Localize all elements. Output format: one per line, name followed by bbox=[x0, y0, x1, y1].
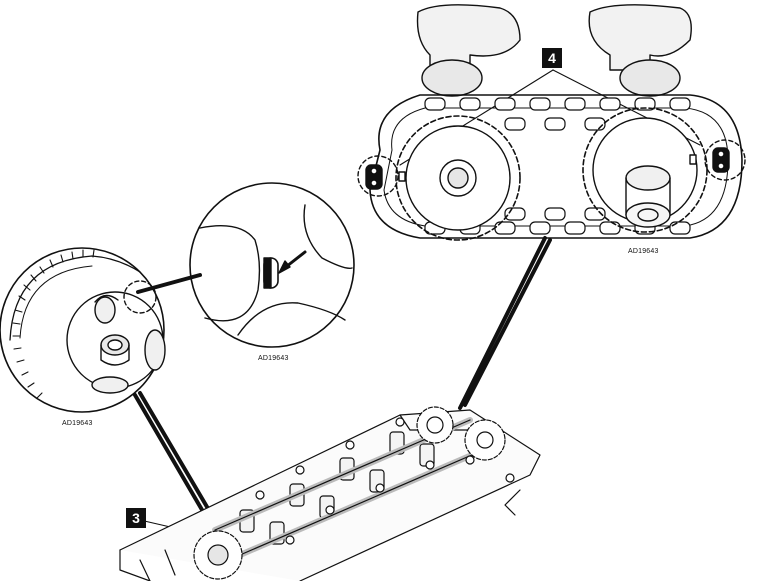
sprocket-closeup bbox=[0, 247, 166, 413]
cam-chain-assembly bbox=[357, 4, 746, 241]
figure-code-detail: AD19643 bbox=[258, 355, 289, 362]
callout-3: 3 bbox=[126, 508, 146, 528]
figure-code-sprocket: AD19643 bbox=[62, 420, 93, 427]
figure-code-chain: AD19643 bbox=[628, 248, 659, 255]
cylinder-head bbox=[119, 406, 541, 581]
callout-4: 4 bbox=[542, 48, 562, 68]
leader-lines bbox=[133, 236, 552, 517]
timing-mark-detail bbox=[189, 182, 355, 348]
